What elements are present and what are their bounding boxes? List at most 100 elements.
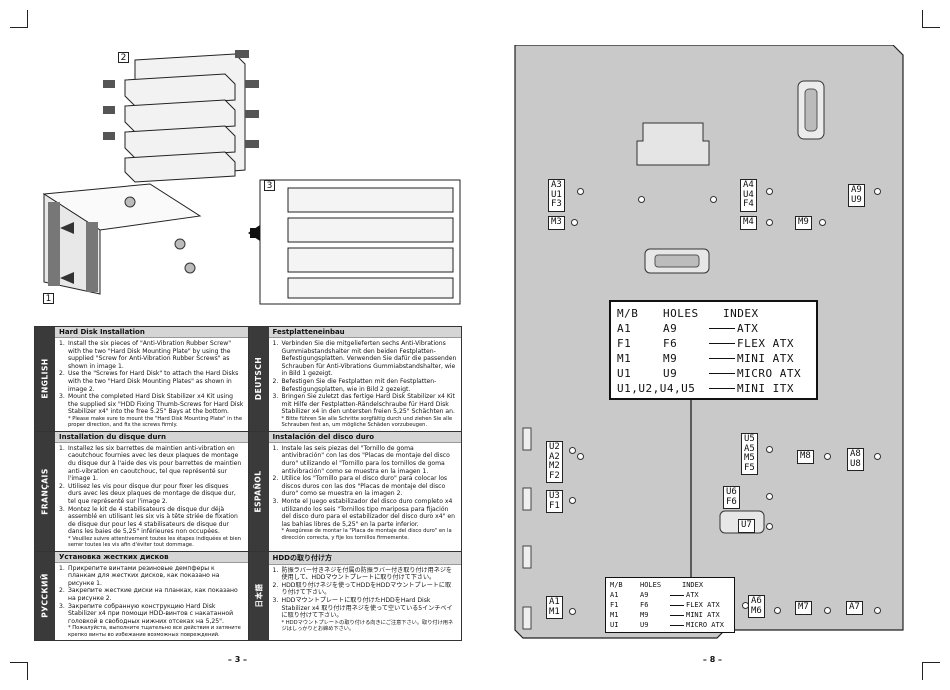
step-item: 2.Use the "Screws for Hard Disk" to atta… bbox=[59, 370, 239, 393]
step-item: 1.Installez les six barrettes de maintie… bbox=[59, 444, 242, 483]
lang-tab-russian: РУССКИЙ bbox=[35, 551, 55, 641]
hole-tag-m7: M7 bbox=[795, 601, 812, 615]
step-item: 3.Monte el Juego estabilizador del disco… bbox=[272, 497, 456, 528]
figure-1-label: 1 bbox=[43, 293, 54, 304]
figure-3-label: 3 bbox=[264, 180, 275, 191]
mounting-hole bbox=[710, 196, 717, 203]
mounting-hole bbox=[874, 607, 881, 614]
instruction-table: ENGLISH Hard Disk Installation 1.Install… bbox=[34, 326, 462, 642]
section-note: * Veuillez suivre attentivement toutes l… bbox=[68, 535, 241, 549]
step-item: 3.HDDマウントプレートに取り付けたHDDをHard Disk Stabili… bbox=[272, 597, 453, 620]
mounting-hole bbox=[569, 608, 576, 615]
section-note: * Пожалуйста, выполните тщательно все де… bbox=[68, 625, 241, 638]
step-item: 2.HDD取り付けネジを使ってHDDをHDDマウントプレートに取り付けて下さい。 bbox=[272, 581, 452, 597]
section-note: * Please make sure to mount the "Hard Di… bbox=[68, 415, 243, 429]
lang-row-fr-es: FRANÇAIS Installation du disque durn 1.I… bbox=[35, 431, 461, 552]
lang-tab-espanol: ESPAÑOL bbox=[248, 431, 269, 551]
section-title: Installation du disque durn bbox=[55, 431, 248, 443]
step-item: 2.Befestigen Sie die Festplatten mit den… bbox=[272, 377, 437, 393]
hole-tag-m8: M8 bbox=[797, 450, 814, 464]
holes-index-row: A1 A9 ATX bbox=[610, 591, 699, 599]
mounting-hole bbox=[571, 219, 578, 226]
mounting-hole bbox=[569, 447, 576, 454]
lang-tab-english: ENGLISH bbox=[35, 327, 55, 431]
step-item: 1.Verbinden Sie die mitgelieferten sechs… bbox=[272, 340, 457, 378]
lang-tab-francais: FRANÇAIS bbox=[35, 431, 55, 551]
holes-index-row: M1 M9 MINI ATX bbox=[610, 611, 720, 619]
page-number: – 3 – bbox=[227, 655, 248, 664]
holes-index-header: M/B HOLES INDEX bbox=[610, 581, 704, 589]
bay-mounting-illustration bbox=[248, 179, 461, 305]
step-item: 1.Install the six pieces of "Anti-Vibrat… bbox=[59, 340, 232, 370]
step-item: 3.Bringen Sie zuletzt das fertige Hard D… bbox=[272, 393, 455, 416]
section-title: Установка жестких дисков bbox=[55, 551, 248, 563]
section-japanese: HDDの取り付け方 1.防振ラバー付きネジを付属の防振ラバー付き取り付け用ネジを… bbox=[268, 551, 461, 641]
left-page: 2 1 3 ENGLISH Hard Disk Installation 1.I… bbox=[10, 10, 462, 680]
section-title: Instalación del disco duro bbox=[268, 431, 461, 443]
holes-index-table-small: M/B HOLES INDEX A1 A9 ATX F1 F6 FLEX ATX… bbox=[605, 577, 735, 633]
figure-2-label: 2 bbox=[118, 52, 129, 63]
mounting-hole bbox=[569, 497, 576, 504]
mounting-hole bbox=[766, 446, 773, 453]
section-title: Festplatteneinbau bbox=[268, 327, 461, 338]
step-item: 2.Utilisez les vis pour disque dur pour … bbox=[59, 482, 236, 505]
hole-tag-m3: M3 bbox=[548, 216, 565, 230]
mounting-hole bbox=[766, 523, 773, 530]
crop-mark bbox=[922, 10, 940, 28]
holes-index-row: M1 M9 MINI ATX bbox=[617, 352, 794, 365]
section-francais: Installation du disque durn 1.Installez … bbox=[55, 431, 249, 551]
step-item: 2.Utilice los "Tornillo para el disco du… bbox=[272, 475, 448, 498]
crop-mark bbox=[922, 662, 940, 680]
hdd-stack-illustration bbox=[103, 50, 259, 183]
holes-index-row: U1 U9 MICRO ATX bbox=[617, 367, 802, 380]
section-title: Hard Disk Installation bbox=[55, 327, 248, 338]
holes-index-row: UI U9 MICRO ATX bbox=[610, 621, 724, 629]
hole-tag-m9: M9 bbox=[795, 216, 812, 230]
step-item: 1.Прикрепите винтами резиновые демпферы … bbox=[59, 564, 220, 587]
holes-index-header: M/B HOLES INDEX bbox=[617, 307, 759, 320]
step-item: 3.Mount the completed Hard Disk Stabiliz… bbox=[59, 393, 244, 416]
section-english: Hard Disk Installation 1.Install the six… bbox=[55, 327, 249, 431]
lang-tab-deutsch: DEUTSCH bbox=[248, 327, 269, 431]
hole-tag-m4: M4 bbox=[740, 216, 757, 230]
holes-index-row: U1,U2,U4,U5 MINI ITX bbox=[617, 382, 794, 395]
section-note: * HDDマウントプレートの取り付ける向きにご注意下さい。取り付け用ネジはしっか… bbox=[281, 619, 454, 633]
step-item: 1.防振ラバー付きネジを付属の防振ラバー付き取り付け用ネジを使用して、HDDマウ… bbox=[272, 566, 453, 582]
step-item: 3.Montez le kit de 4 stabilisateurs de d… bbox=[59, 505, 238, 536]
section-note: * Bitte führen Sie alle Schritte sorgfäl… bbox=[281, 415, 453, 429]
mounting-hole bbox=[766, 219, 773, 226]
mounting-hole bbox=[874, 453, 881, 460]
lang-tab-japanese: 日本語 bbox=[248, 551, 269, 641]
mounting-hole bbox=[766, 493, 773, 500]
step-item: 3.Закрепите собранную конструкцию Hard D… bbox=[59, 602, 234, 625]
mounting-hole bbox=[774, 607, 781, 614]
hole-tag-u7: U7 bbox=[738, 519, 755, 533]
mounting-hole bbox=[819, 219, 826, 226]
mounting-hole bbox=[824, 453, 831, 460]
mounting-plate-illustration bbox=[42, 183, 202, 295]
section-note: * Asegúrese de montar la "Placa de monta… bbox=[281, 528, 452, 541]
mounting-hole bbox=[766, 188, 773, 195]
lang-row-en-de: ENGLISH Hard Disk Installation 1.Install… bbox=[35, 327, 461, 432]
crop-mark bbox=[10, 662, 28, 680]
mounting-hole bbox=[824, 607, 831, 614]
mounting-hole bbox=[874, 188, 881, 195]
section-title: HDDの取り付け方 bbox=[268, 551, 461, 565]
holes-index-row: A1 A9 ATX bbox=[617, 322, 759, 335]
crop-mark bbox=[10, 10, 28, 28]
holes-index-row: F1 F6 FLEX ATX bbox=[617, 337, 794, 350]
step-item: 1.Instale las seis piezas del "Tornillo … bbox=[272, 444, 450, 475]
section-deutsch: Festplatteneinbau 1.Verbinden Sie die mi… bbox=[268, 327, 461, 431]
